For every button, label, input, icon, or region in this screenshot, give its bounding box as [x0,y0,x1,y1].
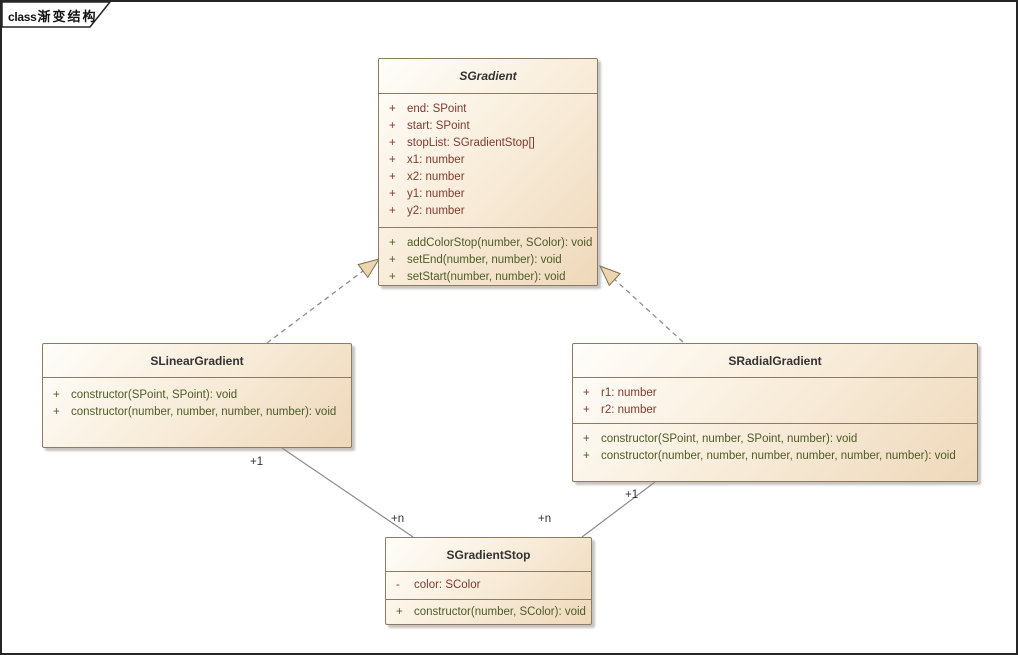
generalization-arrowhead-right [599,265,621,287]
association-radial-to-stop[interactable] [581,481,656,538]
frame-label-tab [1,1,112,28]
operation-row: +addColorStop(number, SColor): void [389,237,593,249]
attributes-compartment: -color: SColor [386,572,591,600]
class-name: SRadialGradient [728,353,822,368]
multiplicity-label-linear-end: +1 [250,456,264,468]
class-name: SLinearGradient [150,353,244,368]
attributes-compartment: +end: SPoint +start: SPoint +stopList: S… [379,94,597,228]
operation-row: +constructor(SPoint, number, SPoint, num… [583,433,858,445]
multiplicity-label-radial-end: +1 [625,489,639,501]
operations-compartment: +constructor(SPoint, SPoint): void +cons… [43,378,351,449]
attribute-row: +y1: number [389,188,465,200]
operations-compartment: +constructor(SPoint, number, SPoint, num… [573,424,977,483]
operations-compartment: +addColorStop(number, SColor): void +set… [379,228,597,287]
operation-row: +setEnd(number, number): void [389,254,562,266]
multiplicity-label-stop-end-left: +n [391,513,405,525]
attribute-row: +x1: number [389,154,465,166]
class-box-sgradientstop[interactable]: SGradientStop -color: SColor +constructo… [385,537,592,625]
operation-row: +setStart(number, number): void [389,271,566,283]
attribute-row: -color: SColor [396,579,481,591]
attribute-row: +x2: number [389,171,465,183]
multiplicity-label-stop-end-right: +n [538,513,552,525]
class-box-slineargradient[interactable]: SLinearGradient +constructor(SPoint, SPo… [42,343,352,448]
generalization-arrowhead-left [357,258,381,279]
operations-compartment: +constructor(number, SColor): void [386,600,591,626]
generalization-radial-to-gradient[interactable] [614,279,684,343]
attributes-compartment: +r1: number +r2: number [573,378,977,424]
operation-row: +constructor(number, number, number, num… [583,450,956,462]
attribute-row: +y2: number [389,205,465,217]
class-box-sradialgradient[interactable]: SRadialGradient +r1: number +r2: number … [572,343,978,482]
class-name: SGradient [459,69,517,83]
attribute-row: +r2: number [583,404,657,416]
frame-label: class渐变结构 [8,6,104,25]
diagram-title: 渐变结构 [37,9,98,24]
operation-row: +constructor(SPoint, SPoint): void [53,389,238,401]
attribute-row: +r1: number [583,387,657,399]
attribute-row: +end: SPoint [389,103,467,115]
association-linear-to-stop[interactable] [281,447,414,538]
frame-keyword: class [8,10,37,24]
attribute-row: +stopList: SGradientStop[] [389,137,535,149]
generalization-linear-to-gradient[interactable] [266,270,364,344]
class-name: SGradientStop [446,547,531,562]
attribute-row: +start: SPoint [389,120,470,132]
class-box-sgradient[interactable]: SGradient +end: SPoint +start: SPoint +s… [378,58,598,286]
operation-row: +constructor(number, number, number, num… [53,406,337,418]
operation-row: +constructor(number, SColor): void [396,606,586,618]
